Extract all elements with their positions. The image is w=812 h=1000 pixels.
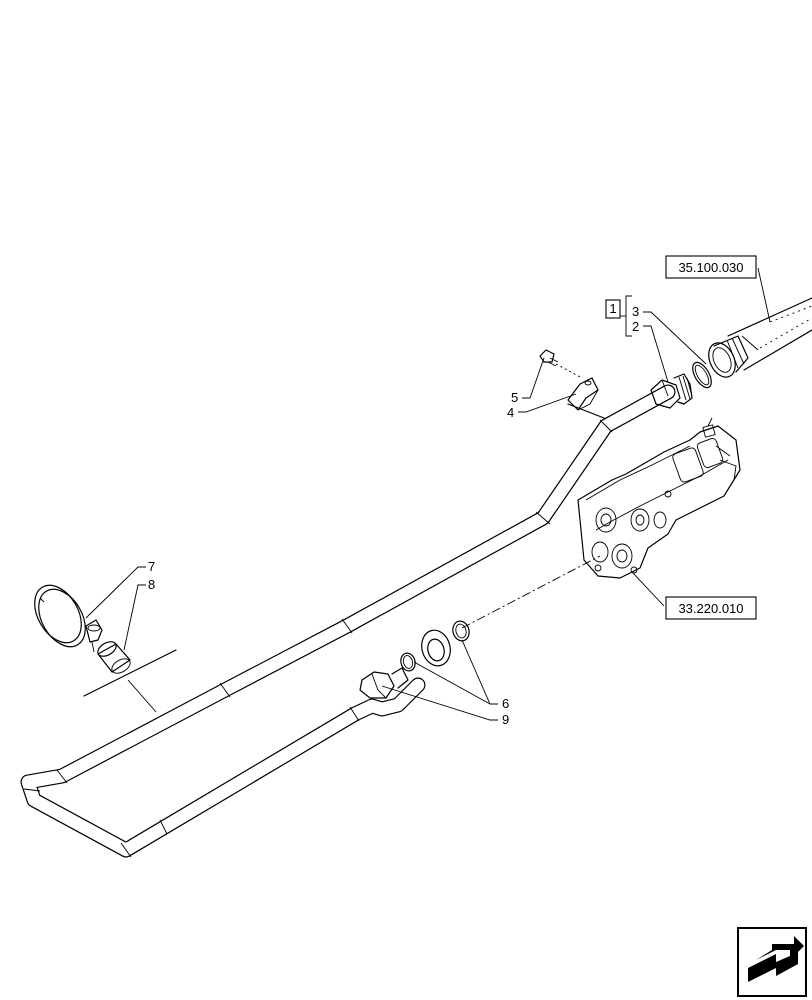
callout-leaders [85, 267, 771, 721]
hose-clamp [34, 584, 103, 653]
callout-7: 7 [148, 559, 155, 574]
clamp-screw [539, 349, 583, 379]
hydraulic-pipe [20, 384, 676, 858]
section-marks [83, 403, 605, 697]
reference-box-35-100-030[interactable]: 35.100.030 [665, 255, 757, 279]
callout-9: 9 [502, 712, 509, 727]
next-page-arrow-icon[interactable] [737, 927, 807, 997]
kit-number: 1 [609, 301, 616, 316]
reference-label: 35.100.030 [678, 260, 743, 275]
o-ring [692, 361, 712, 389]
control-valve-block [577, 417, 741, 579]
pipe-sleeve [97, 641, 131, 674]
centerline-to-valve [461, 555, 601, 629]
callout-6: 6 [502, 696, 509, 711]
callout-2: 2 [632, 319, 639, 334]
callout-4: 4 [507, 405, 514, 420]
callout-3: 3 [632, 304, 639, 319]
hose-connector [708, 297, 812, 378]
callout-8: 8 [148, 577, 155, 592]
callout-5: 5 [511, 390, 518, 405]
kit-label: 1 [605, 295, 632, 337]
pipe-end-fitting [650, 373, 693, 409]
reference-label: 33.220.010 [678, 601, 743, 616]
reference-box-33-220-010[interactable]: 33.220.010 [665, 596, 757, 620]
banjo-fitting [359, 620, 470, 699]
